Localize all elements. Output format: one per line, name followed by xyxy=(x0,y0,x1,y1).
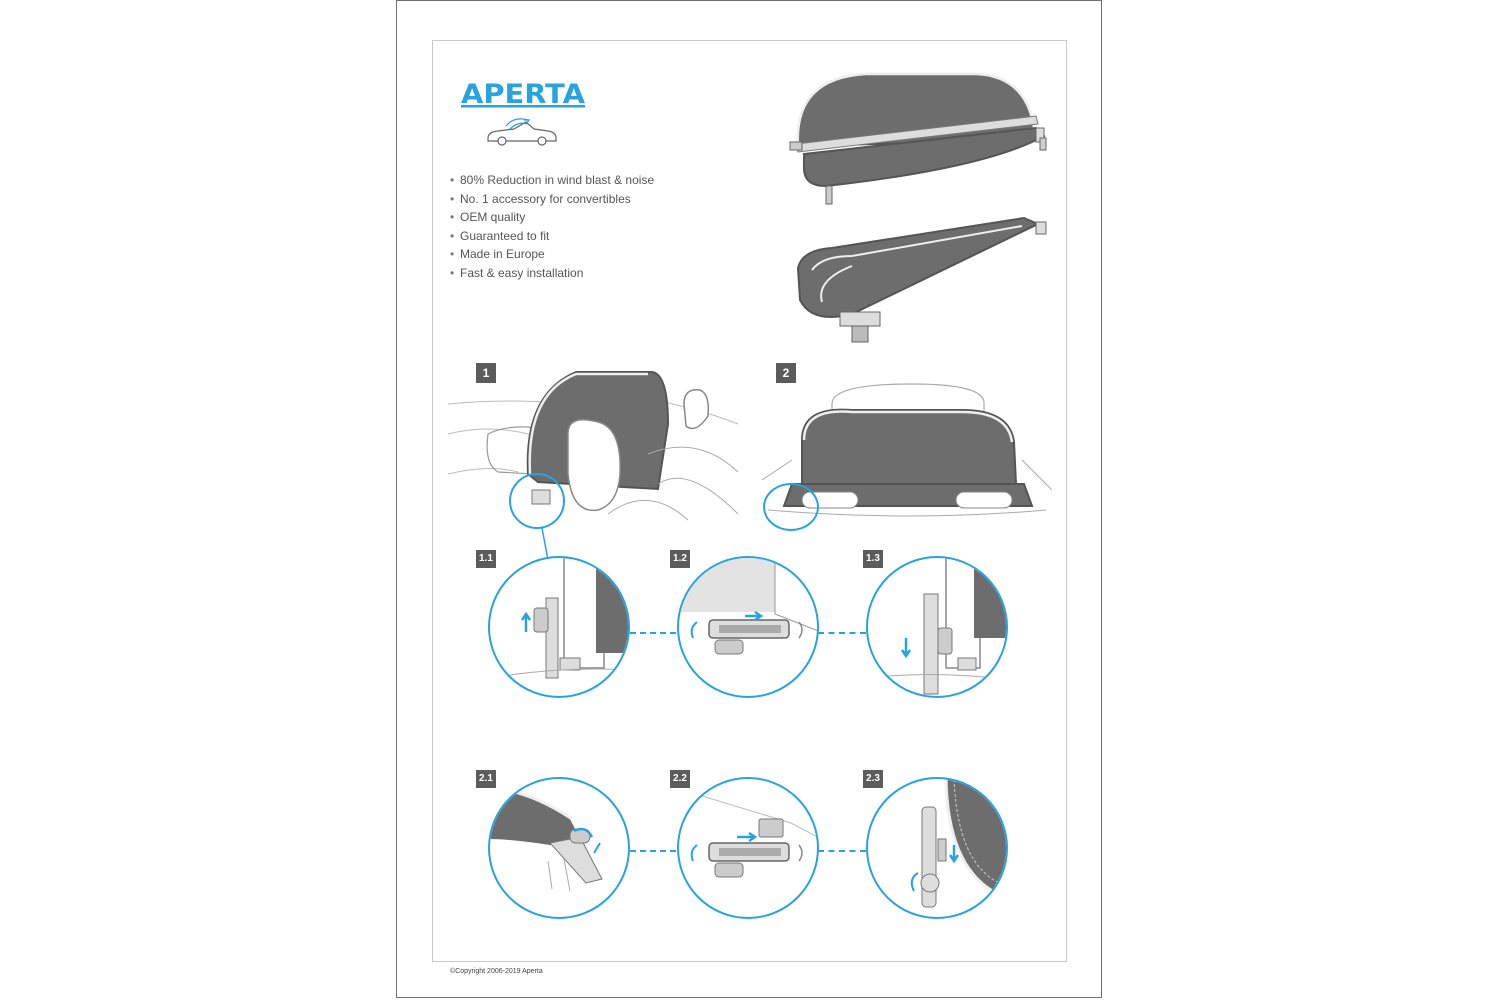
detail-circle-2-3 xyxy=(866,777,1008,919)
connector-dashed xyxy=(818,632,866,634)
feature-item: •OEM quality xyxy=(450,210,526,224)
detail-circle-1-3 xyxy=(866,556,1008,698)
step-badge-2-1: 2.1 xyxy=(476,770,496,788)
step-1-scene-illustration xyxy=(448,371,739,521)
aperta-logo-icon: APERTA xyxy=(461,79,585,110)
detail-circle-2-1 xyxy=(488,777,630,919)
content-frame xyxy=(432,40,1067,962)
copyright-footer: ©Copyright 2006-2019 Aperta xyxy=(450,968,543,975)
step-badge-2: 2 xyxy=(776,363,796,383)
step-1-zoom-connector xyxy=(541,528,549,560)
wind-deflector-upright-illustration xyxy=(789,72,1047,205)
detail-circle-1-2 xyxy=(677,556,819,698)
feature-item: •No. 1 accessory for convertibles xyxy=(450,191,631,206)
step-1-zoom-marker xyxy=(509,473,565,529)
brand-logo-text: APERTA xyxy=(461,79,585,110)
step-badge-1-1: 1.1 xyxy=(476,550,496,568)
detail-circle-2-2 xyxy=(677,777,819,919)
detail-circle-1-1 xyxy=(488,556,630,698)
step-badge-2-2: 2.2 xyxy=(670,770,690,788)
convertible-car-icon xyxy=(487,118,557,146)
step-badge-1-3: 1.3 xyxy=(863,550,883,568)
connector-dashed xyxy=(630,850,676,852)
feature-item: •Made in Europe xyxy=(450,247,545,261)
step-2-scene-illustration xyxy=(762,383,1052,517)
step-badge-1: 1 xyxy=(476,363,496,383)
feature-item: •Guaranteed to fit xyxy=(450,228,550,243)
wind-deflector-folded-illustration xyxy=(796,216,1047,343)
feature-item: •80% Reduction in wind blast & noise xyxy=(450,173,655,187)
step-badge-2-3: 2.3 xyxy=(863,770,883,788)
feature-item: •Fast & easy installation xyxy=(450,265,584,280)
connector-dashed xyxy=(630,632,676,634)
feature-list: •80% Reduction in wind blast & noise •No… xyxy=(450,171,654,282)
step-2-zoom-marker xyxy=(763,483,819,531)
connector-dashed xyxy=(818,850,866,852)
